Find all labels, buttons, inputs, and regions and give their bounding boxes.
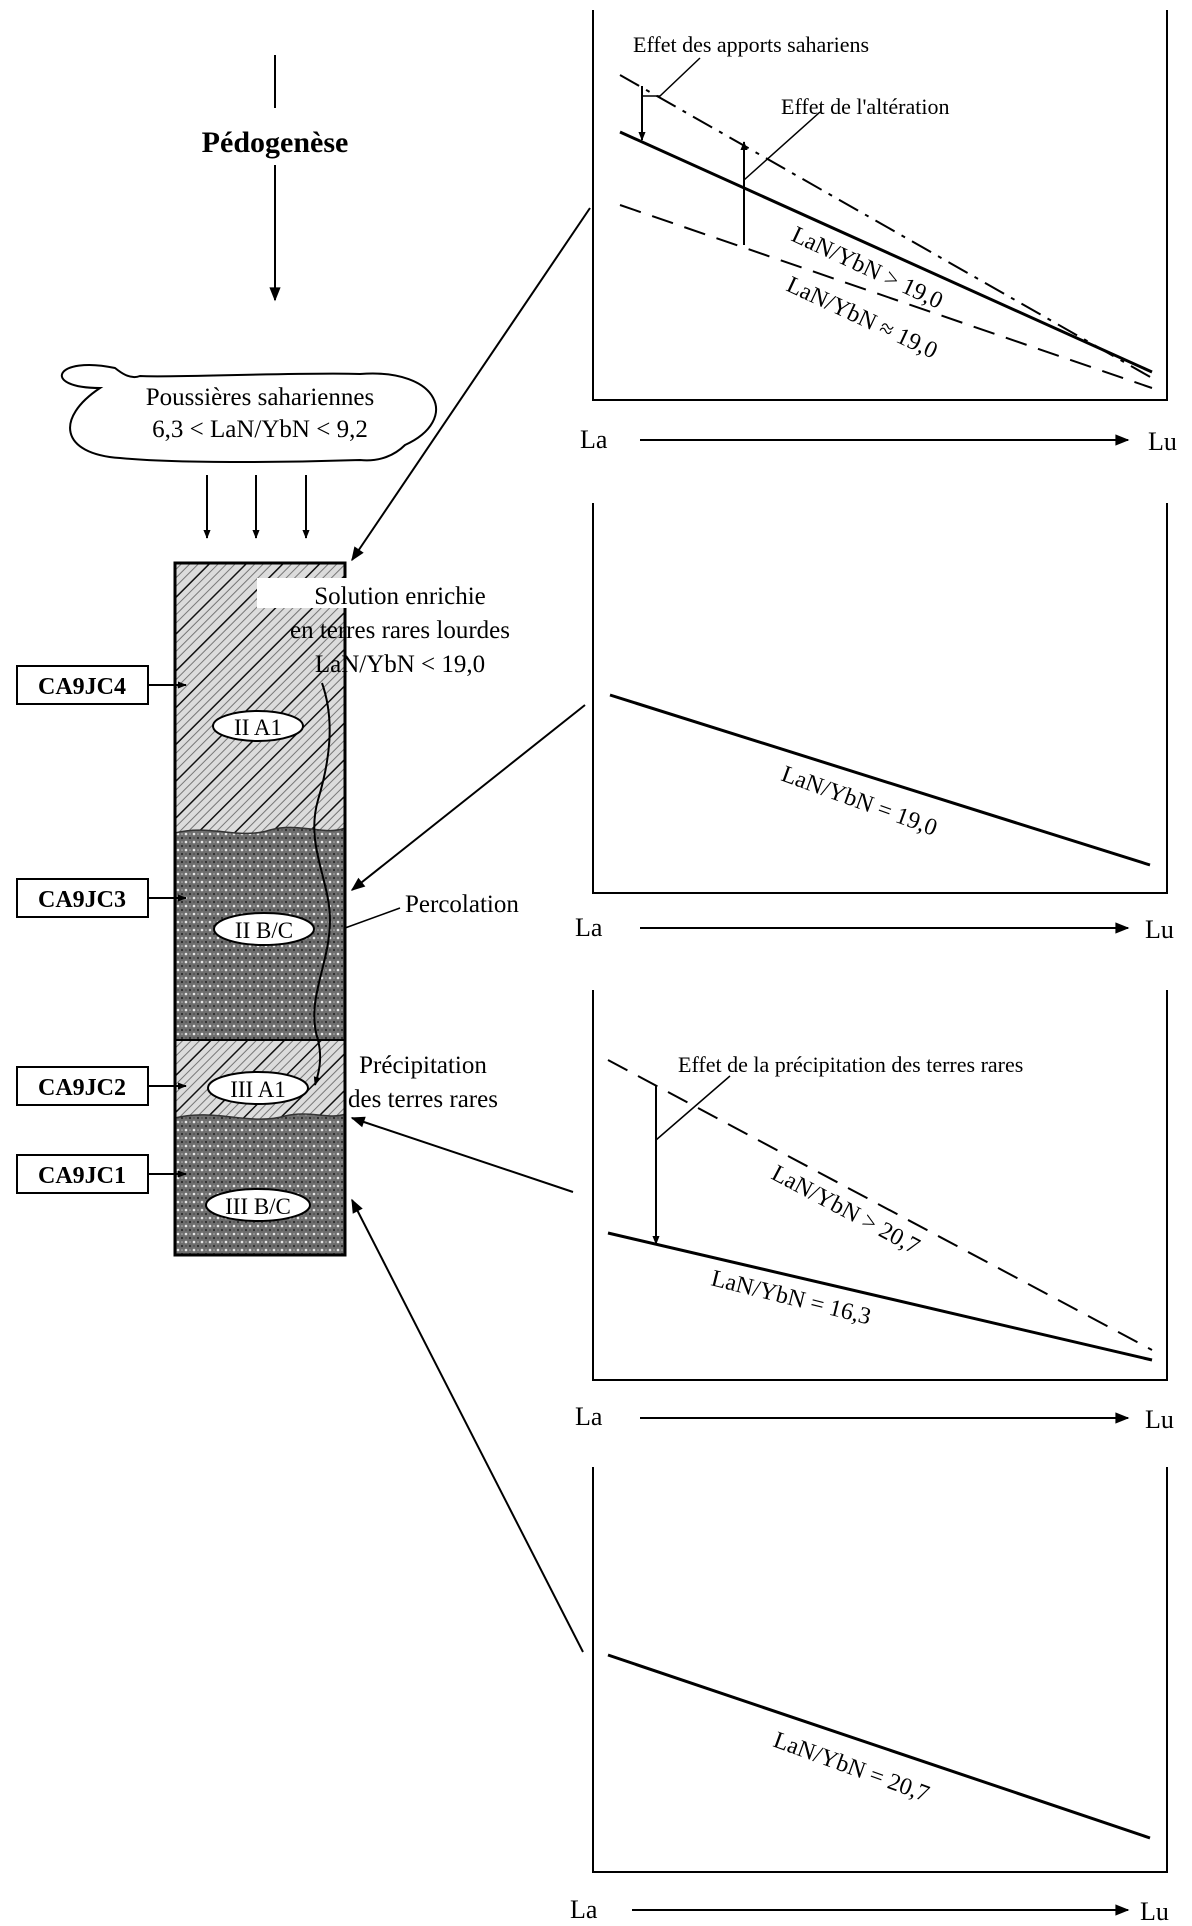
sample-ca9jc3: CA9JC3 xyxy=(16,878,187,918)
panel-2: La Lu LaN/YbN = 19,0 xyxy=(575,503,1174,944)
solution-label-ratio: LaN/YbN < 19,0 xyxy=(315,651,485,678)
panel-4-axis-la: La xyxy=(570,1895,598,1924)
horizon-ii-a1: II A1 xyxy=(212,710,304,742)
soil-column-frame xyxy=(173,561,347,1257)
horizon-ii-bc-label: II B/C xyxy=(235,918,293,943)
horizon-boundary xyxy=(174,826,346,835)
panel-4-frame xyxy=(592,1467,1168,1873)
panel-2-line-solid xyxy=(609,693,1151,867)
connector-arrow-panel1 xyxy=(351,207,591,562)
panel-3-axis-la: La xyxy=(575,1402,603,1431)
precipitation-label-line1: Précipitation xyxy=(359,1052,487,1079)
sample-ca9jc2-label: CA9JC2 xyxy=(38,1075,126,1101)
panel-3-annotation: Effet de la précipitation des terres rar… xyxy=(678,1052,1023,1077)
panel-1-line-solid xyxy=(619,130,1153,374)
panel-4-axis-lu: Lu xyxy=(1140,1897,1169,1926)
dust-cloud xyxy=(60,363,437,463)
percolation-leader xyxy=(344,907,401,929)
precipitation-label-line2: des terres rares xyxy=(348,1086,498,1113)
solution-label-bg xyxy=(257,578,369,608)
panel-3: La Lu Effet de la précipitation des terr… xyxy=(575,990,1174,1434)
panel-2-frame xyxy=(592,503,1168,894)
panel-4-line-solid xyxy=(607,1653,1151,1840)
panel-1-axis-la: La xyxy=(580,425,608,454)
panel-1-frame xyxy=(592,10,1168,401)
sample-ca9jc4-label: CA9JC4 xyxy=(38,674,126,700)
panel-1-line-upper-dashdot xyxy=(619,74,1153,379)
horizon-iii-a1: III A1 xyxy=(207,1071,309,1105)
sample-ca9jc1-label: CA9JC1 xyxy=(38,1163,126,1189)
panel-3-line-solid xyxy=(607,1231,1153,1362)
panel-1-alteration-annotation: Effet de l'altération xyxy=(781,94,949,119)
panel-1-axis-lu: Lu xyxy=(1148,427,1177,456)
panel-1-sahara-leader xyxy=(642,57,701,97)
panel-3-axis-lu: Lu xyxy=(1145,1405,1174,1434)
horizon-ii-a1-label: II A1 xyxy=(234,715,282,740)
sample-ca9jc2: CA9JC2 xyxy=(16,1066,187,1106)
pedogenesis-title: Pédogenèse xyxy=(202,126,349,159)
panel-3-line-dashed xyxy=(607,1059,1153,1351)
panel-1-alteration-leader xyxy=(743,111,821,181)
panel-4: La Lu LaN/YbN = 20,7 xyxy=(570,1467,1169,1926)
horizon-ii-bc: II B/C xyxy=(213,912,315,946)
panel-1-sahara-annotation: Effet des apports sahariens xyxy=(633,32,869,57)
horizon-iii-bc: III B/C xyxy=(205,1188,311,1222)
connector-arrow-panel2 xyxy=(350,704,586,891)
sample-ca9jc4: CA9JC4 xyxy=(16,665,187,705)
dust-ratio: 6,3 < LaN/YbN < 9,2 xyxy=(152,416,368,443)
panel-1: La Lu Effet des apports sahariens Effet … xyxy=(580,10,1177,456)
panel-1-line-lower-dashed xyxy=(619,204,1153,389)
horizon-iii-bc-fill xyxy=(175,1114,345,1255)
dust-label: Poussières sahariennes xyxy=(146,384,374,411)
sample-ca9jc3-label: CA9JC3 xyxy=(38,887,126,913)
panel-2-axis-la: La xyxy=(575,913,603,942)
solution-label-line2: en terres rares lourdes xyxy=(290,617,510,644)
solution-label-line1: Solution enrichie xyxy=(314,583,486,610)
horizon-iii-a1-label: III A1 xyxy=(230,1077,286,1102)
panel-3-label-dashed: LaN/YbN > 20,7 xyxy=(767,1160,924,1260)
panel-3-frame xyxy=(592,990,1168,1381)
panel-2-axis-lu: Lu xyxy=(1145,915,1174,944)
percolation-flow xyxy=(313,682,332,1086)
panel-3-precip-leader xyxy=(655,1075,731,1141)
connector-arrow-panel3 xyxy=(350,1116,574,1193)
sample-ca9jc1: CA9JC1 xyxy=(16,1154,187,1194)
panel-4-label-solid: LaN/YbN = 20,7 xyxy=(770,1727,933,1807)
connector-arrow-panel4 xyxy=(351,1198,584,1653)
horizon-iii-bc-label: III B/C xyxy=(225,1194,291,1219)
horizon-boundary xyxy=(174,1113,346,1120)
percolation-label: Percolation xyxy=(405,891,519,918)
